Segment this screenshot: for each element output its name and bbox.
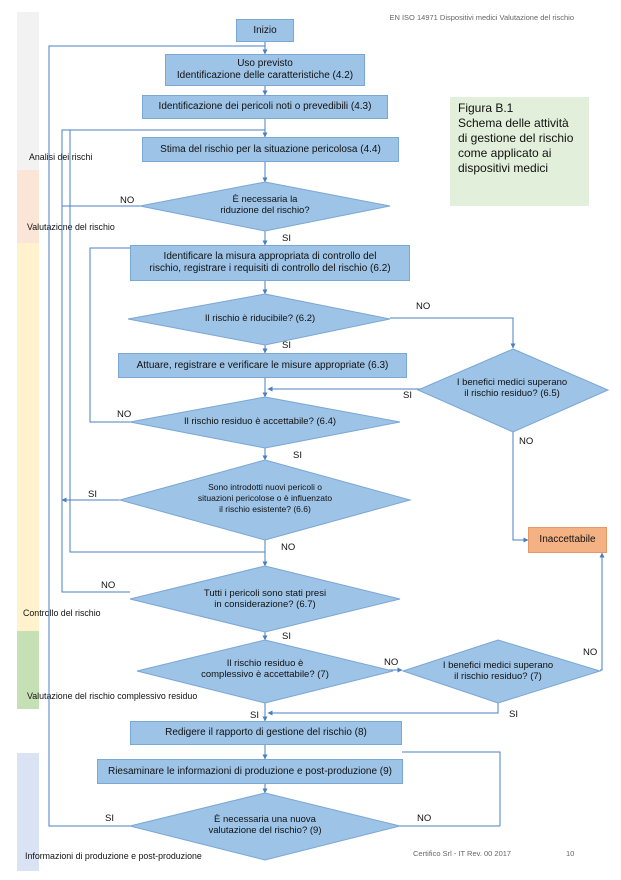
phase-label-valutazione: Valutazione del rischio: [27, 222, 115, 233]
diamond-riducibile-text: Il rischio è riducibile? (6.2): [185, 313, 335, 324]
diamond-tutti-text: Tutti i pericoli sono stati presi in con…: [190, 588, 340, 610]
diamond-nuovi-text: Sono introdotti nuovi pericoli o situazi…: [180, 482, 350, 515]
page-number: 10: [566, 849, 575, 858]
riduzione-line2: riduzione del rischio?: [220, 205, 310, 216]
label-si-complessivo: SI: [250, 710, 259, 721]
phase-band-produzione: [17, 753, 39, 871]
figure-line2: Schema delle attività: [458, 116, 569, 130]
node-misura-line1: Identificare la misura appropriata di co…: [163, 251, 377, 262]
diamond-benefici1-text: I benefici medici superano il rischio re…: [447, 377, 577, 399]
node-stima-text: Stima del rischio per la situazione peri…: [160, 143, 381, 155]
riduzione-line1: È necessaria la: [232, 194, 298, 205]
node-riesaminare-text: Riesaminare le informazioni di produzion…: [107, 765, 393, 777]
diamond-riducibile: [127, 293, 391, 346]
node-pericoli: Identificazione dei pericoli noti o prev…: [142, 95, 388, 119]
node-misura: Identificare la misura appropriata di co…: [130, 245, 410, 281]
node-inaccettabile-text: Inaccettabile: [539, 534, 596, 545]
benefici2-line1: I benefici medici superano: [442, 660, 554, 671]
figure-line1: Figura B.1: [458, 101, 514, 115]
riducibile-line: Il rischio è riducibile? (6.2): [204, 313, 316, 324]
node-inaccettabile: Inaccettabile: [528, 527, 607, 553]
node-inizio: Inizio: [236, 19, 294, 42]
label-no-complessivo: NO: [384, 657, 399, 668]
diamond-riduzione: [139, 181, 391, 232]
figure-line4: come applicato ai: [458, 146, 552, 160]
diamond-complessivo: [136, 639, 394, 704]
label-si-benefici2: SI: [509, 709, 518, 720]
diamond-nuova-text: È necessaria una nuova valutazione del r…: [190, 814, 340, 836]
residuo-line: Il rischio residuo è accettabile? (6.4): [183, 416, 337, 427]
node-misura-line2: rischio, registrare i requisiti di contr…: [149, 263, 391, 274]
phase-label-complessivo: Valutazione del rischio complessivo resi…: [27, 691, 198, 702]
diamond-residuo: [129, 396, 401, 449]
node-rapporto-text: Redigere il rapporto di gestione del ris…: [165, 727, 367, 738]
label-no-nuovi: NO: [281, 542, 296, 553]
benefici1-line2: il rischio residuo? (6.5): [464, 388, 560, 399]
label-no-nuova: NO: [417, 813, 432, 824]
diamond-riduzione-text: È necessaria la riduzione del rischio?: [195, 194, 335, 216]
tutti-line2: in considerazione? (6.7): [214, 599, 316, 610]
node-inizio-text: Inizio: [253, 24, 277, 36]
node-uso-previsto: Uso previsto Identificazione delle carat…: [165, 54, 365, 86]
node-attuare: Attuare, registrare e verificare le misu…: [118, 353, 407, 378]
diamond-residuo-text: Il rischio residuo è accettabile? (6.4): [175, 416, 345, 427]
label-no-benefici1: NO: [519, 436, 534, 447]
node-riesaminare: Riesaminare le informazioni di produzion…: [97, 759, 403, 784]
node-pericoli-text: Identificazione dei pericoli noti o prev…: [158, 101, 372, 112]
diamond-benefici2: [401, 639, 602, 704]
figure-line5: dispositivi medici: [458, 161, 549, 175]
diamond-nuova: [129, 792, 401, 861]
phase-band-controllo: [17, 243, 39, 631]
phase-label-controllo: Controllo del rischio: [23, 608, 101, 619]
label-si-riduzione: SI: [282, 233, 291, 244]
phase-band-valutazione: [17, 170, 39, 243]
label-no-riducibile: NO: [416, 301, 431, 312]
complessivo-line2: complessivo è accettabile? (7): [201, 669, 329, 680]
page-footer: Certifico Srl - IT Rev. 00 2017: [413, 849, 512, 858]
figure-caption: Figura B.1 Schema delle attività di gest…: [450, 97, 589, 206]
complessivo-line1: Il rischio residuo è: [226, 658, 304, 669]
node-uso-line2: Identificazione delle caratteristiche (4…: [176, 70, 354, 81]
nuova-line2: valutazione del rischio? (9): [208, 825, 322, 836]
label-no-riduzione: NO: [120, 195, 135, 206]
phase-band-complessivo: [17, 631, 39, 709]
benefici1-line1: I benefici medici superano: [456, 377, 568, 388]
node-uso-line1: Uso previsto: [237, 58, 293, 69]
diamond-benefici2-text: I benefici medici superano il rischio re…: [433, 660, 563, 682]
node-attuare-text: Attuare, registrare e verificare le misu…: [136, 359, 389, 371]
diamond-benefici1: [416, 348, 610, 433]
diamond-nuovi: [118, 459, 412, 541]
label-si-riducibile: SI: [282, 340, 291, 351]
label-si-nuovi: SI: [88, 489, 97, 500]
label-si-nuova: SI: [105, 813, 114, 824]
label-no-benefici2: NO: [583, 647, 598, 658]
label-si-tutti: SI: [282, 631, 291, 642]
nuovi-line3: il rischio esistente? (6.6): [219, 504, 311, 514]
nuovi-line1: Sono introdotti nuovi pericoli o: [208, 482, 322, 492]
figure-line3: di gestione del rischio: [458, 131, 574, 145]
phase-label-analisi: Analisi dei rischi: [29, 152, 93, 163]
node-stima: Stima del rischio per la situazione peri…: [142, 137, 399, 162]
phase-band-analisi: [17, 12, 39, 170]
node-rapporto: Redigere il rapporto di gestione del ris…: [130, 721, 402, 745]
nuovi-line2: situazioni pericolose o è influenzato: [197, 493, 333, 503]
diamond-tutti: [129, 565, 401, 633]
page-header: EN ISO 14971 Dispositivi medici Valutazi…: [389, 13, 574, 22]
label-si-residuo: SI: [293, 450, 302, 461]
label-no-tutti: NO: [101, 580, 116, 591]
nuova-line1: È necessaria una nuova: [214, 814, 316, 825]
tutti-line1: Tutti i pericoli sono stati presi: [203, 588, 327, 599]
label-si-benefici1: SI: [403, 390, 412, 401]
benefici2-line2: il rischio residuo? (7): [454, 671, 542, 682]
diamond-complessivo-text: Il rischio residuo è complessivo è accet…: [190, 658, 340, 680]
phase-label-produzione: Informazioni di produzione e post-produz…: [25, 851, 202, 862]
label-no-residuo: NO: [117, 409, 132, 420]
